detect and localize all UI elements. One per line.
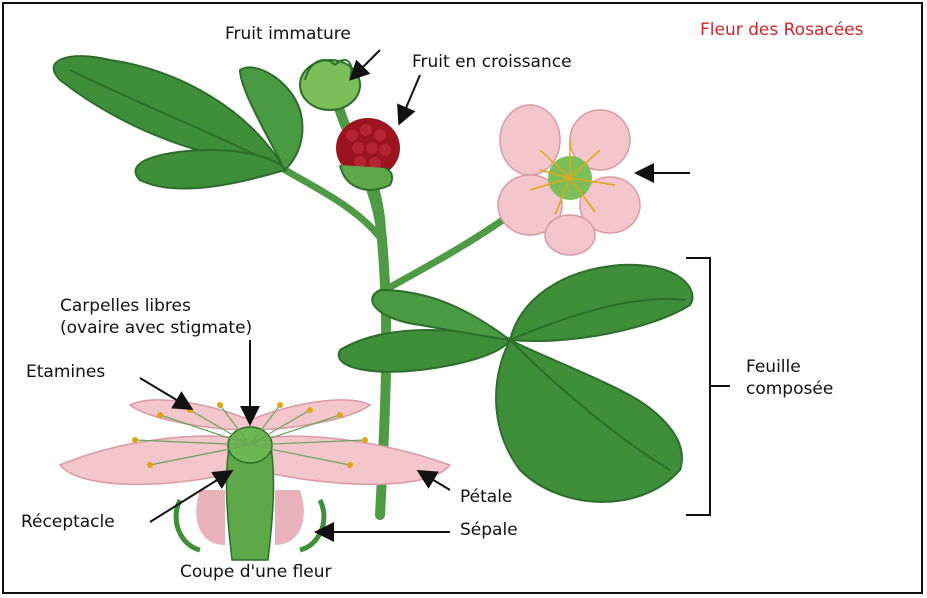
label-coupe: Coupe d'une fleur [180, 562, 332, 582]
label-carpelles-line2: (ovaire avec stigmate) [60, 318, 252, 338]
growing-fruit [336, 118, 400, 190]
label-feuille-line1: Feuille [746, 357, 801, 377]
label-carpelles-line1: Carpelles libres [60, 296, 191, 316]
immature-fruit [300, 60, 360, 110]
flower-cross-section [60, 400, 450, 560]
label-etamines: Etamines [26, 362, 105, 382]
label-fruit-immature: Fruit immature [225, 24, 351, 44]
label-feuille-line2: composée [746, 379, 833, 399]
label-receptacle: Réceptacle [21, 512, 115, 532]
open-flower [498, 105, 640, 255]
label-petale: Pétale [460, 487, 512, 507]
label-sepale: Sépale [460, 520, 518, 540]
label-fruit-croissance: Fruit en croissance [412, 52, 572, 72]
leaf-top-left [54, 56, 303, 188]
diagram-title: Fleur des Rosacées [700, 20, 863, 40]
